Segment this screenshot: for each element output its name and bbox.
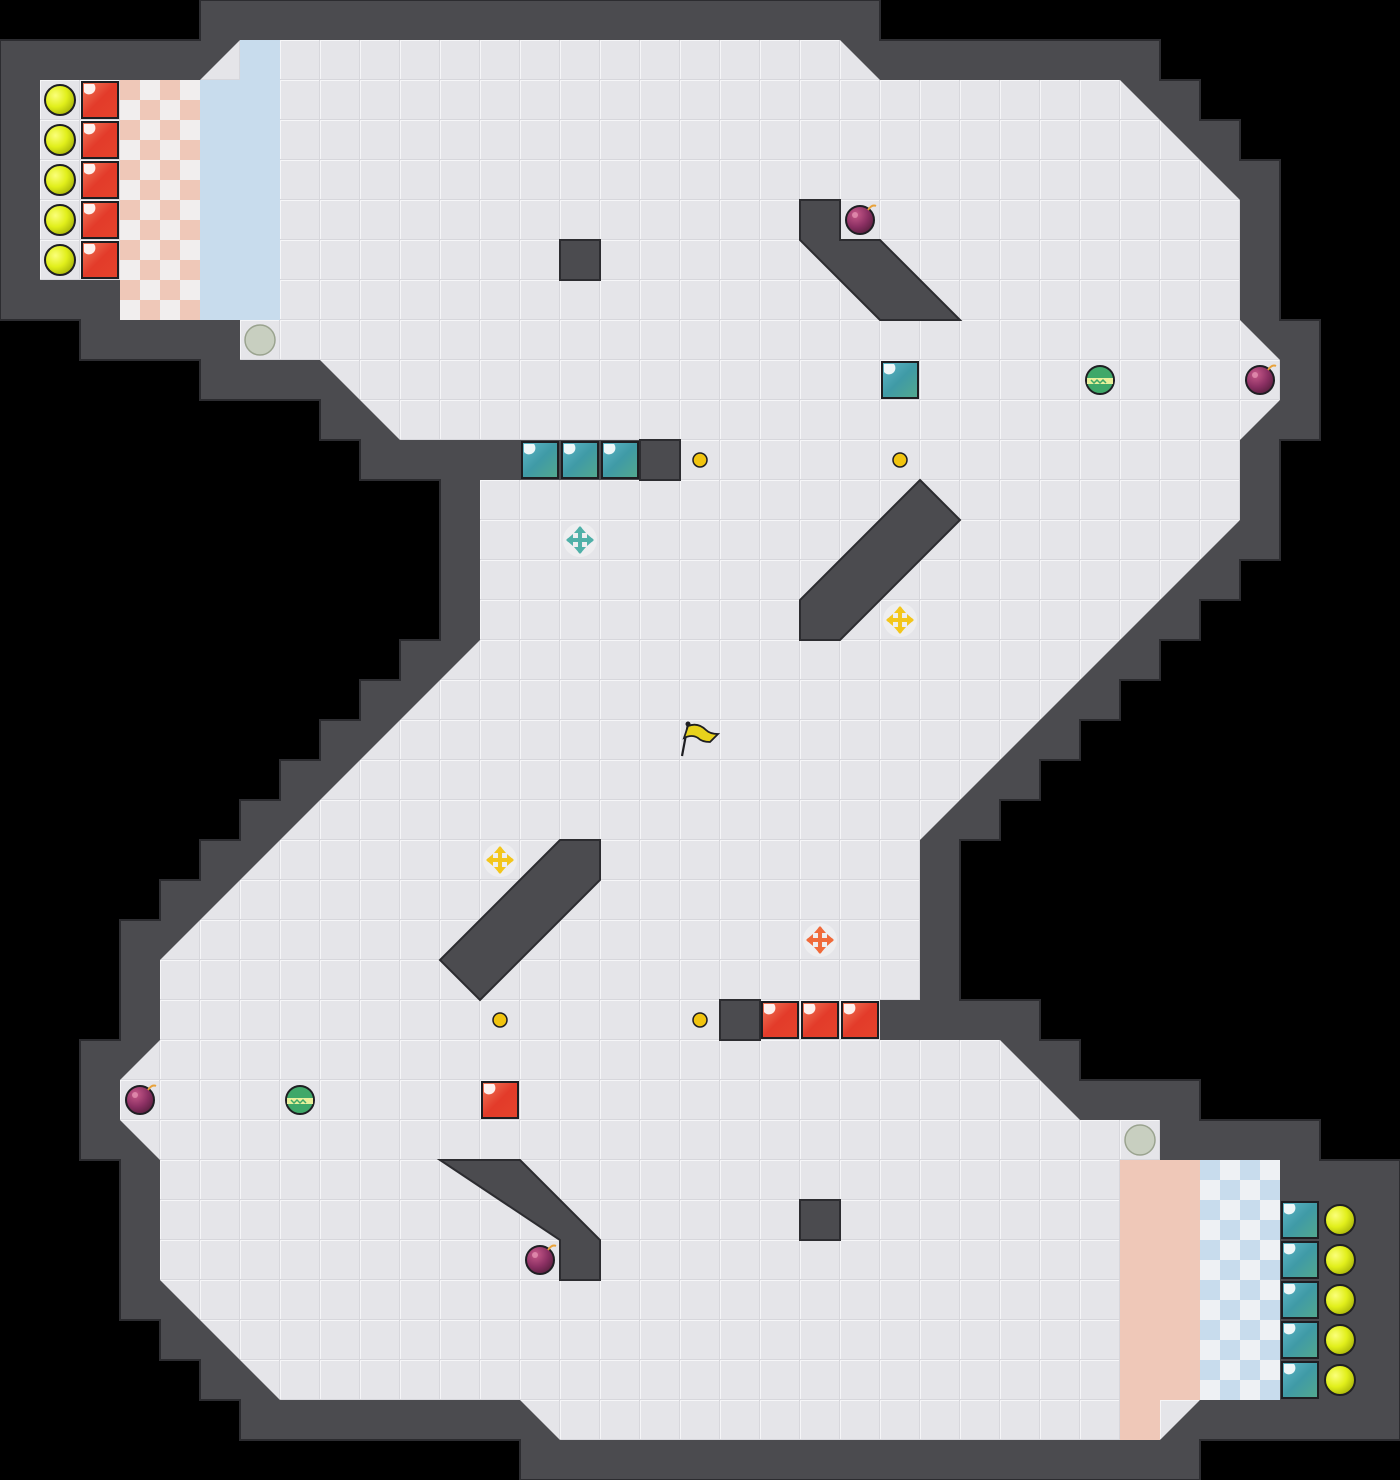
blue-team-tile xyxy=(881,361,919,399)
portal-icon xyxy=(244,324,276,356)
four-arrow-boost-icon xyxy=(803,923,837,957)
blue-team-tile xyxy=(1281,1241,1319,1279)
blue-team-tile xyxy=(1281,1281,1319,1319)
blue-team-tile xyxy=(1281,1321,1319,1359)
four-arrow-boost-icon xyxy=(883,603,917,637)
blue-team-tile xyxy=(601,441,639,479)
bomb-icon xyxy=(525,1244,557,1275)
red-team-tile xyxy=(81,121,119,159)
red-team-tile xyxy=(81,201,119,239)
speed-pad-icon xyxy=(285,1085,315,1115)
red-team-tile xyxy=(801,1001,839,1039)
ball-icon xyxy=(44,124,76,156)
bomb-icon xyxy=(1245,364,1277,395)
red-zone-solid-se xyxy=(1120,1160,1200,1440)
red-team-tile xyxy=(481,1081,519,1119)
four-arrow-boost-icon xyxy=(483,843,517,877)
blue-team-tile xyxy=(561,441,599,479)
coin-icon xyxy=(492,1012,508,1028)
ball-icon xyxy=(44,84,76,116)
playable-floor xyxy=(40,40,1280,1440)
blue-zone-checker-se xyxy=(1200,1160,1280,1400)
red-team-tile xyxy=(81,81,119,119)
coin-icon xyxy=(892,452,908,468)
ball-icon xyxy=(1324,1204,1356,1236)
flag-icon[interactable] xyxy=(680,721,721,757)
bomb-icon xyxy=(845,204,877,235)
red-team-tile xyxy=(841,1001,879,1039)
speed-pad-icon xyxy=(1085,365,1115,395)
portal-icon xyxy=(1124,1124,1156,1156)
coin-icon xyxy=(692,1012,708,1028)
interior-walls xyxy=(436,199,963,1281)
ball-icon xyxy=(1324,1364,1356,1396)
red-team-tile xyxy=(81,241,119,279)
blue-team-tile xyxy=(521,441,559,479)
red-team-tile xyxy=(81,161,119,199)
red-zone-checker-nw xyxy=(120,80,200,320)
entities-layer xyxy=(44,81,1356,1399)
ball-icon xyxy=(44,164,76,196)
red-team-tile xyxy=(761,1001,799,1039)
ball-icon xyxy=(1324,1284,1356,1316)
blue-team-tile xyxy=(1281,1361,1319,1399)
bomb-icon xyxy=(125,1084,157,1115)
blue-zone-solid-nw xyxy=(200,40,280,320)
ball-icon xyxy=(1324,1244,1356,1276)
blue-team-tile xyxy=(1281,1201,1319,1239)
ball-icon xyxy=(1324,1324,1356,1356)
four-arrow-boost-icon xyxy=(563,523,597,557)
ball-icon xyxy=(44,244,76,276)
coin-icon xyxy=(692,452,708,468)
ball-icon xyxy=(44,204,76,236)
